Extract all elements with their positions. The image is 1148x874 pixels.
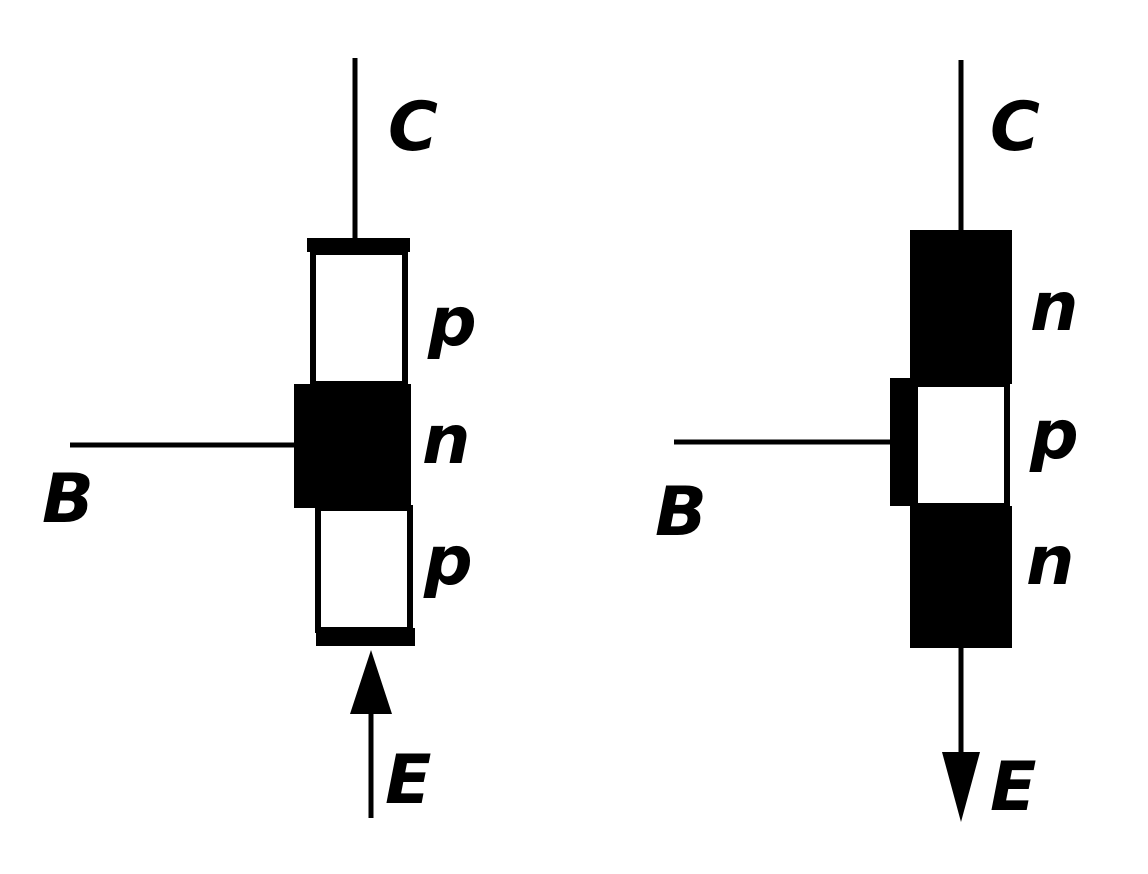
pnp-layer-label-bottom: p bbox=[423, 522, 473, 601]
pnp-emitter-arrow-icon bbox=[350, 650, 392, 714]
pnp-layer-n-base bbox=[294, 384, 411, 508]
npn-layer-label-middle: p bbox=[1029, 396, 1079, 475]
npn-base-label: B bbox=[655, 473, 707, 552]
pnp-base-label: B bbox=[42, 460, 94, 539]
pnp-emitter-label: E bbox=[385, 741, 431, 820]
pnp-layer-label-middle: n bbox=[422, 401, 470, 480]
npn-emitter-arrow-icon bbox=[942, 752, 980, 822]
npn-layer-n-top bbox=[910, 230, 1012, 384]
npn-layer-p-base bbox=[912, 381, 1010, 509]
npn-layer-label-top: n bbox=[1030, 268, 1078, 347]
pnp-emitter-contact bbox=[316, 628, 415, 646]
npn-layer-label-bottom: n bbox=[1026, 522, 1074, 601]
npn-transistor-diagram: C B E n p n bbox=[655, 60, 1079, 827]
pnp-collector-contact bbox=[307, 238, 410, 252]
pnp-layer-label-top: p bbox=[427, 283, 477, 362]
pnp-layer-p-bottom bbox=[315, 505, 413, 633]
pnp-transistor-diagram: C B E p n p bbox=[42, 58, 477, 820]
pnp-layer-p-top bbox=[310, 249, 408, 387]
pnp-collector-label: C bbox=[388, 88, 438, 167]
npn-collector-label: C bbox=[990, 88, 1040, 167]
npn-layer-n-bottom bbox=[910, 506, 1012, 648]
npn-emitter-label: E bbox=[990, 748, 1036, 827]
